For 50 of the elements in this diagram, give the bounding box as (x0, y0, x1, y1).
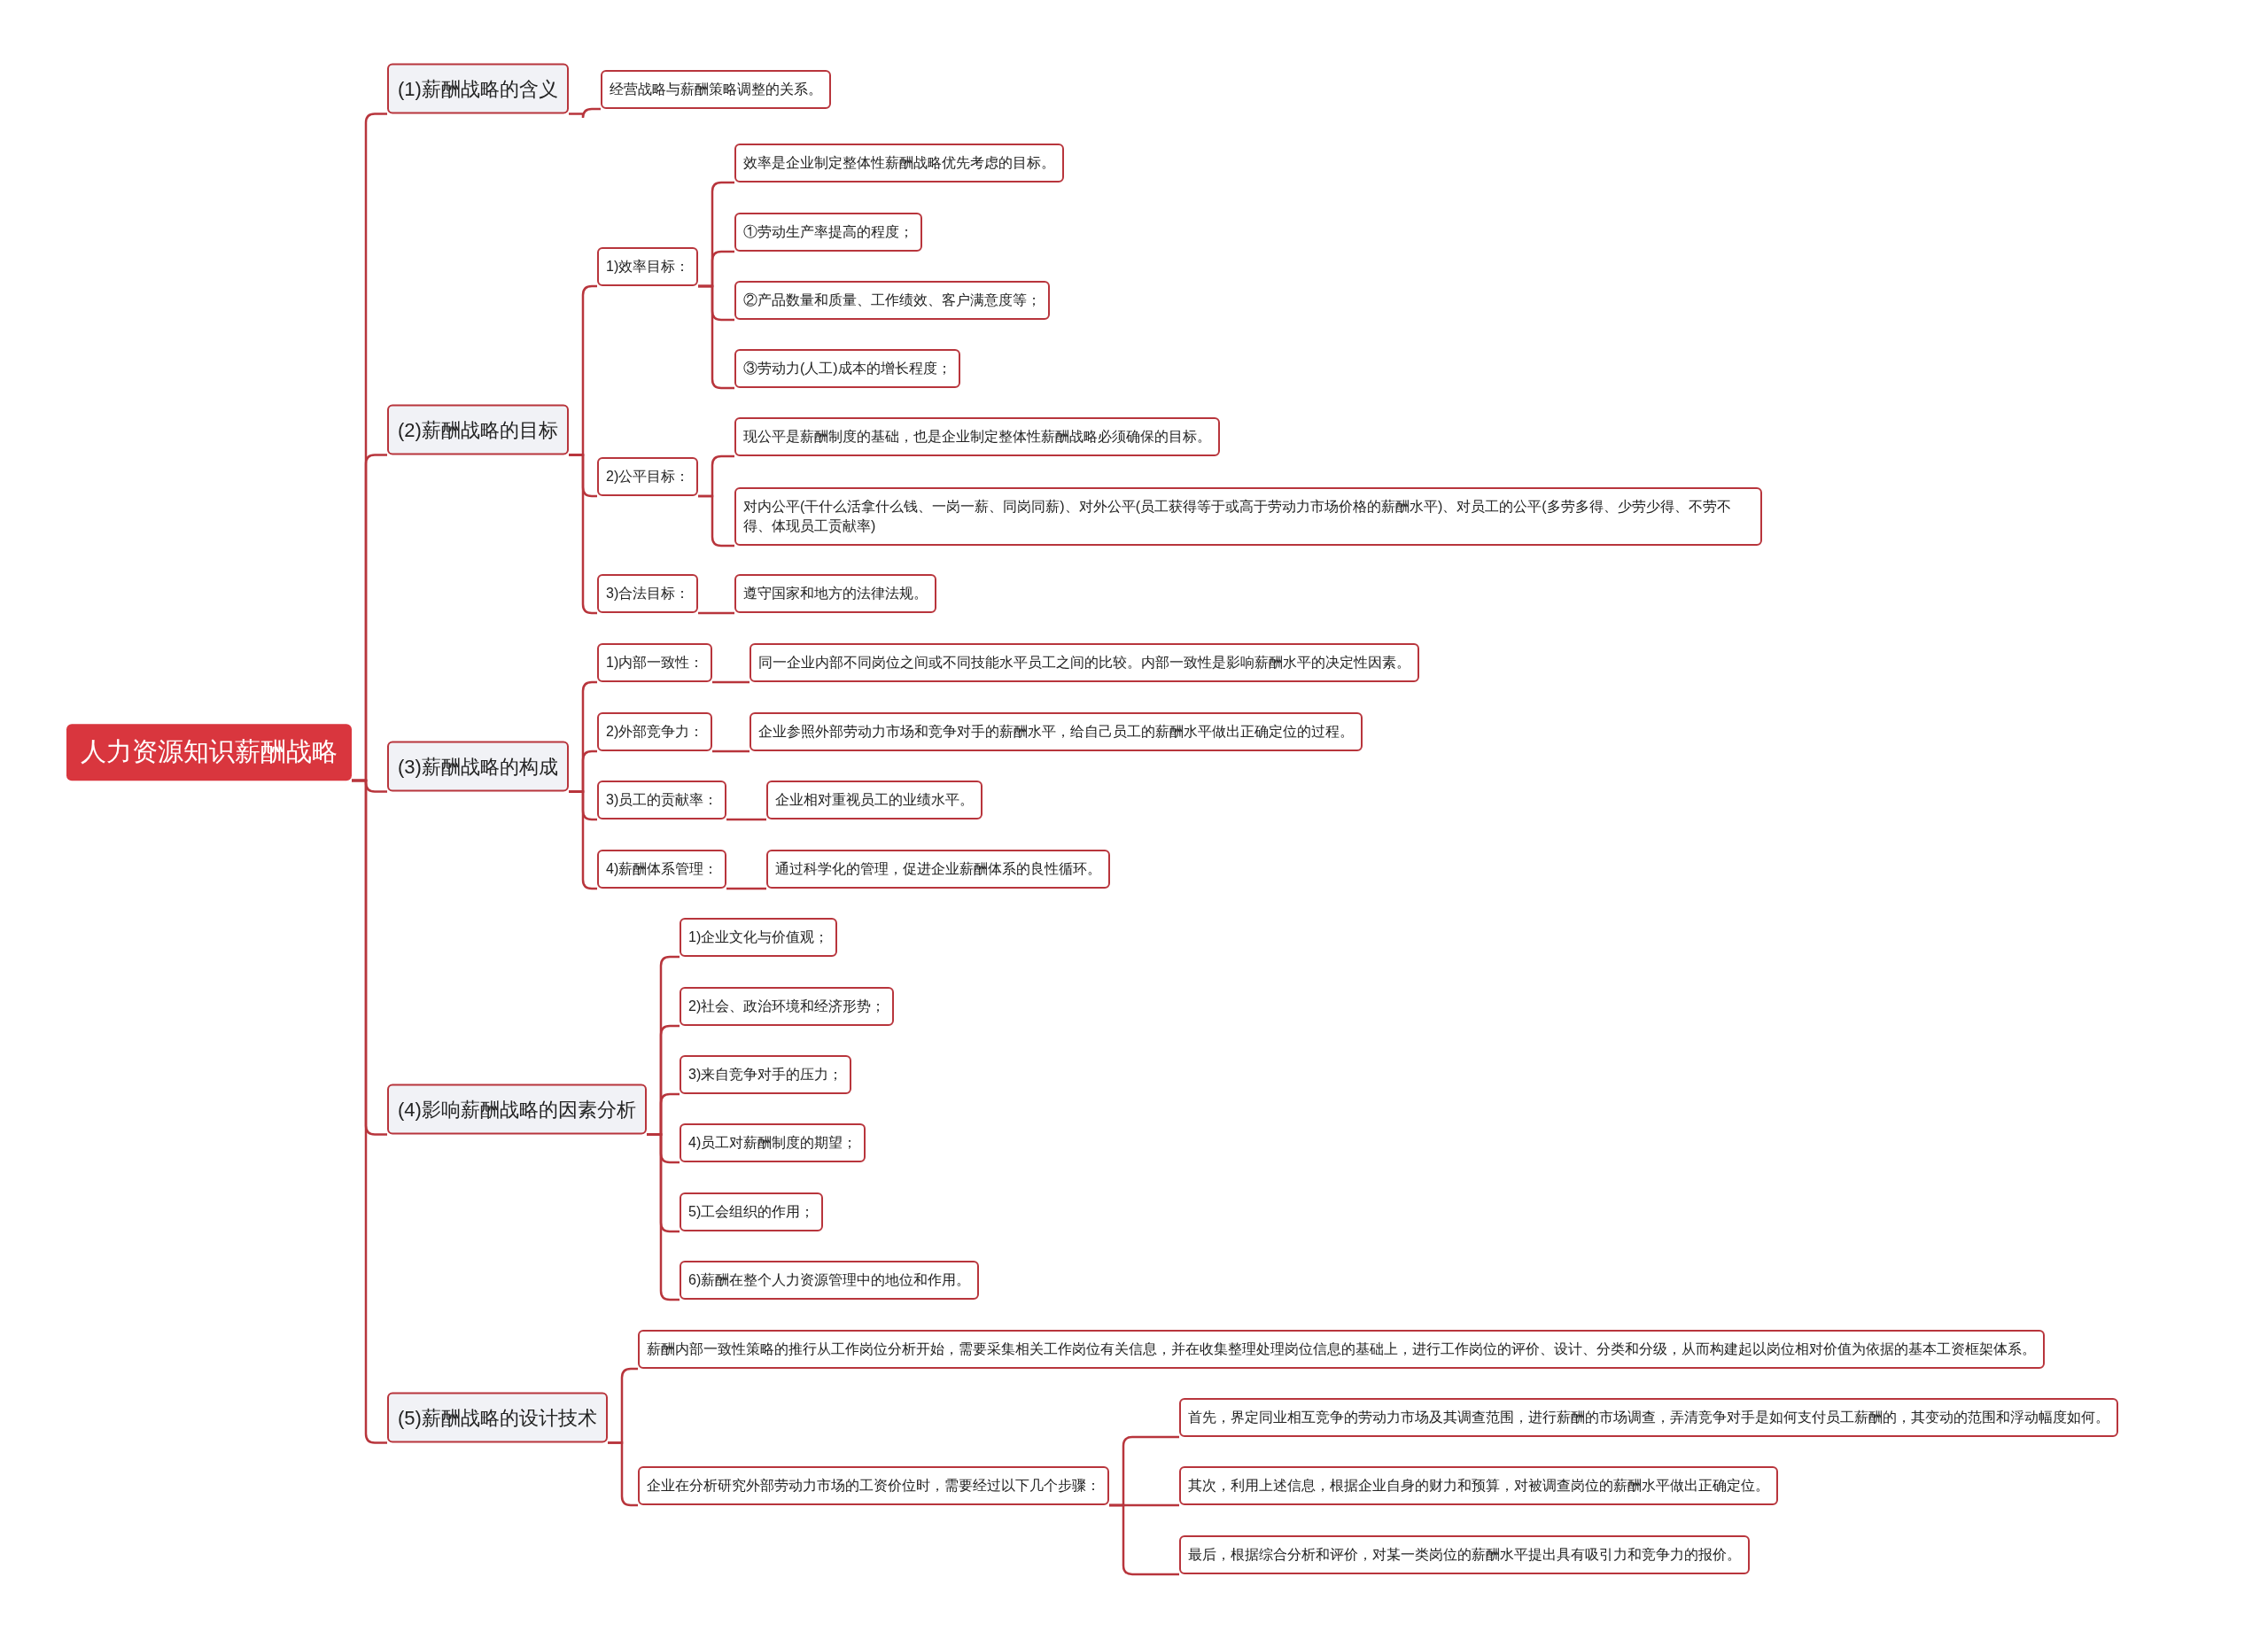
subtopic: 6)薪酬在整个人力资源管理中的地位和作用。 (680, 1261, 980, 1300)
subtopic: 2)公平目标： (597, 457, 699, 496)
connector-line (569, 790, 597, 890)
connector-line (569, 107, 601, 120)
subtopic: 同一企业内部不同岗位之间或不同技能水平员工之间的比较。内部一致性是影响薪酬水平的决定性因素。 (750, 643, 1419, 682)
subtopic: 对内公平(干什么活拿什么钱、一岗一薪、同岗同薪)、对外公平(员工获得等于或高于劳动力市场价格的薪酬水平)、对员工的公平(多劳多得、少劳少得、不劳不得、体现员工贡献率) (734, 487, 1762, 546)
subtopic: 3)合法目标： (597, 574, 699, 613)
connector-line (726, 818, 766, 821)
connector-line (726, 887, 766, 890)
connector-line (647, 1133, 680, 1301)
connector-line (698, 284, 734, 390)
subtopic: 1)企业文化与价值观； (680, 918, 838, 957)
connector-line (569, 454, 597, 615)
connector-line (712, 750, 750, 753)
subtopic: 1)效率目标： (597, 247, 699, 286)
connector-line (712, 680, 750, 684)
branch-topic: (2)薪酬战略的目标 (387, 404, 569, 455)
subtopic: 3)来自竞争对手的压力； (680, 1055, 852, 1094)
subtopic: 2)外部竞争力： (597, 712, 713, 751)
subtopic: 企业在分析研究外部劳动力市场的工资价位时，需要经过以下几个步骤： (638, 1466, 1109, 1505)
root-topic: 人力资源知识薪酬战略 (66, 724, 352, 781)
subtopic: 首先，界定同业相互竞争的劳动力市场及其调查范围，进行薪酬的市场调查，弄清竞争对手是如何支付员工薪酬的，其变动的范围和浮动幅度如何。 (1179, 1398, 2118, 1437)
subtopic: 薪酬内部一致性策略的推行从工作岗位分析开始，需要采集相关工作岗位有关信息，并在收集整理处理岗位信息的基础上，进行工作岗位的评价、设计、分类和分级，从而构建起以岗位相对价值为依据的基本工资框架体系。 (638, 1330, 2045, 1369)
subtopic: ③劳动力(人工)成本的增长程度； (734, 349, 960, 388)
subtopic: 经营战略与薪酬策略调整的关系。 (601, 70, 831, 109)
subtopic: 其次，利用上述信息，根据企业自身的财力和预算，对被调查岗位的薪酬水平做出正确定位。 (1179, 1466, 1778, 1505)
subtopic: 2)社会、政治环境和经济形势； (680, 987, 895, 1026)
connector-line (608, 1441, 638, 1507)
subtopic: 通过科学化的管理，促进企业薪酬体系的良性循环。 (766, 850, 1110, 889)
subtopic: 现公平是薪酬制度的基础，也是企业制定整体性薪酬战略必须确保的目标。 (734, 417, 1220, 456)
subtopic: 1)内部一致性： (597, 643, 713, 682)
subtopic: 5)工会组织的作用； (680, 1192, 824, 1231)
subtopic: ①劳动生产率提高的程度； (734, 213, 922, 252)
subtopic: 遵守国家和地方的法律法规。 (734, 574, 936, 613)
connector-line (698, 494, 734, 548)
connector-line (698, 611, 734, 615)
subtopic: 最后，根据综合分析和评价，对某一类岗位的薪酬水平提出具有吸引力和竞争力的报价。 (1179, 1535, 1750, 1574)
connector-line (352, 779, 387, 1444)
subtopic: 4)员工对薪酬制度的期望； (680, 1123, 866, 1162)
subtopic: 企业相对重视员工的业绩水平。 (766, 781, 983, 820)
subtopic: 效率是企业制定整体性薪酬战略优先考虑的目标。 (734, 144, 1064, 183)
branch-topic: (4)影响薪酬战略的因素分析 (387, 1084, 647, 1135)
branch-topic: (5)薪酬战略的设计技术 (387, 1392, 608, 1443)
branch-topic: (1)薪酬战略的含义 (387, 63, 569, 114)
subtopic: 企业参照外部劳动力市场和竞争对手的薪酬水平，给自己员工的薪酬水平做出正确定位的过程。 (750, 712, 1363, 751)
subtopic: 4)薪酬体系管理： (597, 850, 727, 889)
connector-line (1109, 1503, 1179, 1576)
subtopic: 3)员工的贡献率： (597, 781, 727, 820)
branch-topic: (3)薪酬战略的构成 (387, 741, 569, 792)
subtopic: ②产品数量和质量、工作绩效、客户满意度等； (734, 281, 1050, 320)
